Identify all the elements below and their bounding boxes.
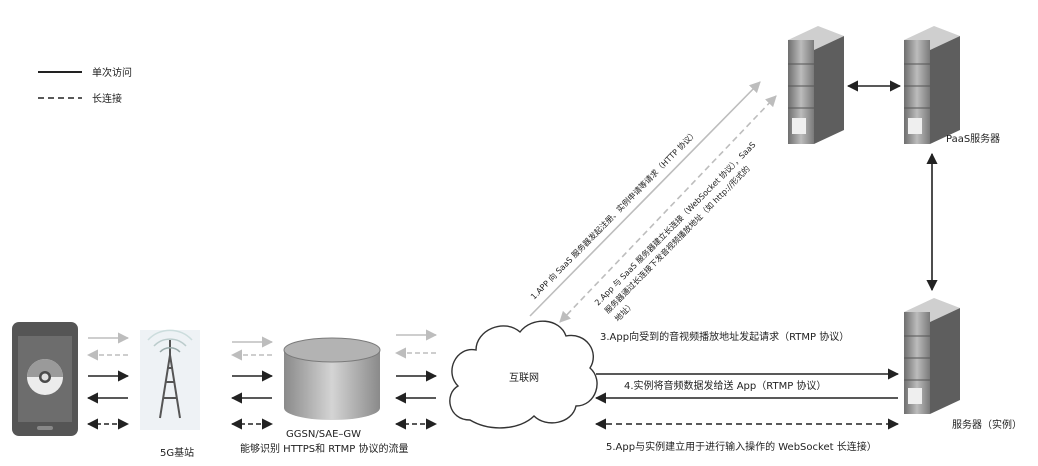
phone-basestation-arrows — [86, 332, 130, 430]
legend-single-access-label: 单次访问 — [92, 66, 132, 79]
legend-long-connection-label: 长连接 — [92, 92, 122, 105]
step2-arrow — [559, 95, 777, 323]
base-station-icon — [140, 329, 200, 430]
step1-label: 1.APP 向 SaaS 服务器发起注册、实例申请等请求（HTTP 协议） — [528, 128, 699, 301]
step2-label-line1: 2.App 与 SaaS 服务器建立长连接（WebSocket 协议），SaaS — [592, 139, 757, 307]
internet-cloud-icon — [449, 320, 598, 429]
instance-server-icon — [904, 298, 960, 414]
smartphone-icon — [12, 322, 78, 436]
instance-server-label: 服务器（实例） — [952, 418, 1022, 431]
gateway-internet-arrows — [394, 329, 438, 430]
step1-arrow — [529, 81, 761, 317]
gateway-database-icon — [283, 337, 381, 420]
internet-label: 互联网 — [509, 372, 539, 384]
step3-label: 3.App向受到的音视频播放地址发起请求（RTMP 协议） — [600, 330, 849, 343]
gateway-name-label: GGSN/SAE–GW — [286, 429, 361, 440]
paas-server-label: PaaS服务器 — [946, 132, 1000, 145]
basestation-gateway-arrows — [230, 336, 274, 430]
saas-server-icon — [788, 26, 844, 144]
step4-label: 4.实例将音频数据发给送 App（RTMP 协议） — [624, 379, 826, 392]
gateway-desc-label: 能够识别 HTTPS和 RTMP 协议的流量 — [240, 442, 408, 455]
legend: 单次访问 长连接 — [38, 66, 132, 105]
step2-label-line2: 服务器通过长连接下发音视频播放地址（如 http://形式的 — [602, 164, 751, 316]
paas-server-icon — [904, 26, 960, 144]
base-station-label: 5G基站 — [160, 446, 194, 459]
step5-label: 5.App与实例建立用于进行输入操作的 WebSocket 长连接） — [606, 440, 877, 453]
